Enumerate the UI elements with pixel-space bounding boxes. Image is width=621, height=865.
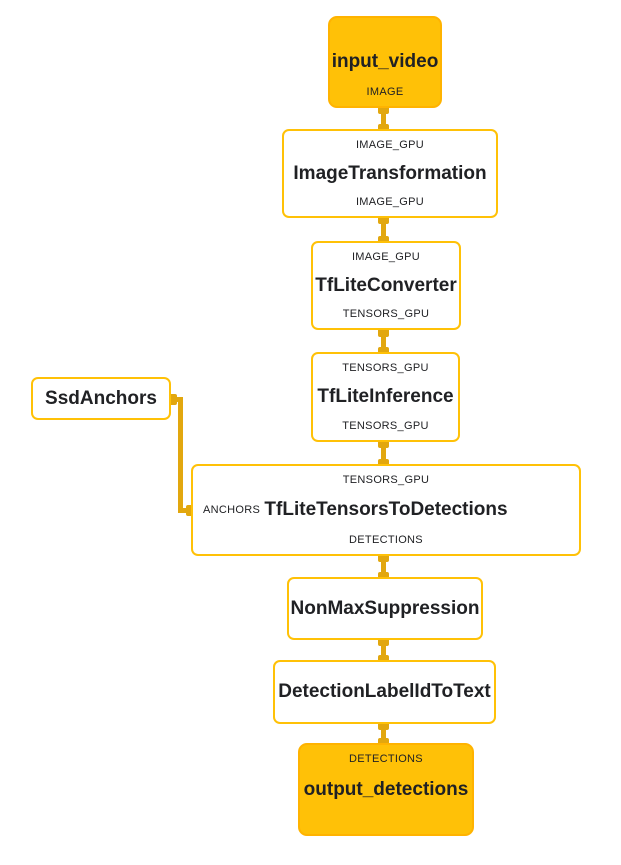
- port-connector-square: [378, 634, 389, 646]
- node-output-detections[interactable]: DETECTIONS output_detections: [298, 743, 474, 836]
- edge-line: [381, 108, 386, 129]
- edge-line: [171, 396, 183, 402]
- port-label-image: IMAGE: [366, 86, 404, 98]
- node-tflite-tensors-to-detections[interactable]: TENSORS_GPU ANCHORS TfLiteTensorsToDetec…: [191, 464, 581, 556]
- edge-line: [381, 640, 386, 660]
- port-label-image-gpu-in: IMAGE_GPU: [351, 251, 421, 263]
- port-connector-square: [378, 718, 389, 730]
- port-label-anchors-in: ANCHORS: [203, 504, 261, 516]
- port-label-tensors-gpu-in: TENSORS_GPU: [342, 362, 429, 374]
- node-title: output_detections: [303, 778, 469, 800]
- edge-line: [381, 442, 386, 464]
- edge-line: [381, 218, 386, 241]
- port-label-tensors-gpu-in: TENSORS_GPU: [342, 474, 430, 486]
- port-label-tensors-gpu-out: TENSORS_GPU: [342, 308, 430, 320]
- node-title: input_video: [331, 51, 439, 72]
- node-title: SsdAnchors: [45, 387, 157, 409]
- port-label-detections-in: DETECTIONS: [349, 753, 423, 765]
- node-title: TfLiteConverter: [315, 274, 457, 296]
- port-connector-square: [165, 393, 177, 405]
- port-label-tensors-gpu-out: TENSORS_GPU: [342, 420, 429, 432]
- node-title: NonMaxSuppression: [290, 597, 480, 619]
- node-detection-label-id-to-text[interactable]: DetectionLabelIdToText: [273, 660, 496, 724]
- node-tflite-inference[interactable]: TENSORS_GPU TfLiteInference TENSORS_GPU: [311, 352, 460, 442]
- node-title: TfLiteTensorsToDetections: [264, 499, 508, 520]
- port-connector-square: [378, 102, 389, 114]
- port-label-detections-out: DETECTIONS: [349, 534, 423, 546]
- node-title: ImageTransformation: [293, 162, 487, 184]
- port-connector-square: [378, 212, 389, 224]
- edge-line: [381, 724, 386, 743]
- port-connector-square: [378, 436, 389, 448]
- node-title: TfLiteInference: [317, 386, 454, 407]
- port-label-image-gpu-in: IMAGE_GPU: [355, 139, 425, 151]
- port-label-image-gpu-out: IMAGE_GPU: [355, 196, 425, 208]
- node-image-transformation[interactable]: IMAGE_GPU ImageTransformation IMAGE_GPU: [282, 129, 498, 218]
- node-input-video[interactable]: input_video IMAGE: [328, 16, 442, 108]
- node-ssd-anchors[interactable]: SsdAnchors: [31, 377, 171, 420]
- node-tflite-converter[interactable]: IMAGE_GPU TfLiteConverter TENSORS_GPU: [311, 241, 461, 330]
- port-connector-square: [378, 550, 389, 562]
- edge-line: [381, 331, 386, 352]
- port-connector-square: [378, 325, 389, 337]
- edge-line: [178, 507, 191, 513]
- node-title: DetectionLabelIdToText: [278, 681, 491, 702]
- edge-line: [178, 396, 183, 513]
- node-non-max-suppression[interactable]: NonMaxSuppression: [287, 577, 483, 640]
- edge-line: [381, 556, 386, 577]
